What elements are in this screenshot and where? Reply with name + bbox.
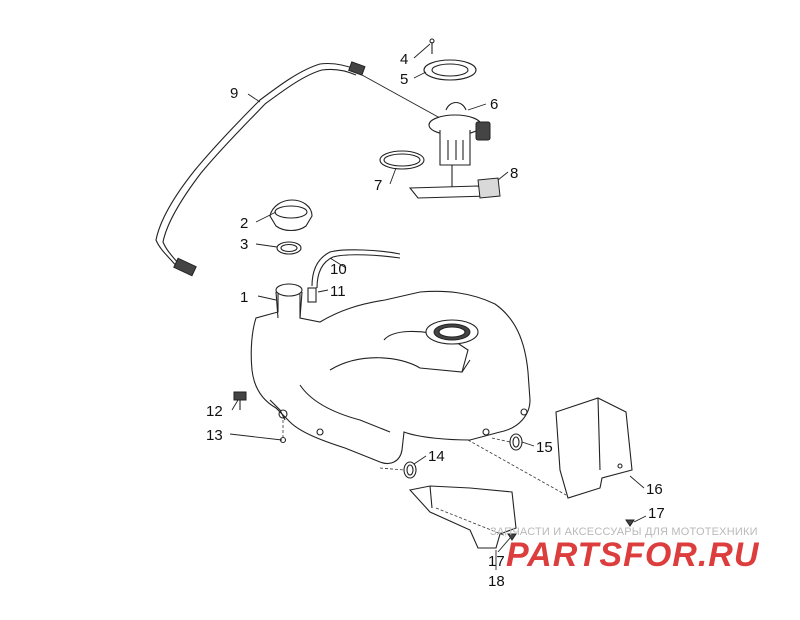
lower-shield-part-18 bbox=[408, 485, 517, 549]
callout-6: 6 bbox=[490, 96, 498, 113]
hose-fitting-part-11 bbox=[307, 287, 317, 303]
heat-shield-part-16 bbox=[467, 397, 633, 499]
callout-1: 1 bbox=[240, 289, 248, 306]
watermark-tagline: ЗАПЧАСТИ И АКСЕССУАРЫ ДЛЯ МОТОТЕХНИКИ bbox=[490, 526, 758, 538]
vent-hose-part-9 bbox=[155, 61, 366, 277]
callout-12: 12 bbox=[206, 403, 223, 420]
cap-seal-part-3 bbox=[276, 241, 302, 255]
callout-14: 14 bbox=[428, 448, 445, 465]
grommet-part-14 bbox=[379, 461, 417, 479]
breather-hose-part-10 bbox=[311, 249, 401, 289]
callout-11: 11 bbox=[330, 283, 346, 300]
callout-17-lower: 17 bbox=[488, 553, 505, 570]
push-rivet-part-12 bbox=[233, 391, 247, 410]
fuel-filter-part-8 bbox=[408, 177, 501, 199]
callout-10: 10 bbox=[330, 261, 347, 278]
callout-8: 8 bbox=[510, 165, 518, 182]
fuel-cap-part-2 bbox=[269, 199, 313, 232]
watermark-logo: PARTSFOR.RU bbox=[506, 536, 760, 574]
callout-18: 18 bbox=[488, 573, 505, 590]
nut-part-13 bbox=[279, 420, 287, 444]
callout-16: 16 bbox=[646, 481, 663, 498]
leader-lines bbox=[229, 43, 647, 570]
rivet-part-17-upper bbox=[625, 519, 635, 527]
o-ring-part-7 bbox=[379, 150, 425, 170]
callout-7: 7 bbox=[374, 177, 382, 194]
callout-15: 15 bbox=[536, 439, 553, 456]
screw-part-4 bbox=[429, 38, 435, 54]
callout-13: 13 bbox=[206, 427, 223, 444]
rivet-part-17-lower bbox=[507, 533, 517, 541]
callout-4: 4 bbox=[400, 51, 408, 68]
pump-gasket-part-5 bbox=[423, 59, 477, 81]
callout-2: 2 bbox=[240, 215, 248, 232]
callout-3: 3 bbox=[240, 236, 248, 253]
callout-5: 5 bbox=[400, 71, 408, 88]
callout-17-upper: 17 bbox=[648, 505, 665, 522]
callout-9: 9 bbox=[230, 85, 238, 102]
fuel-pump-part-6 bbox=[361, 74, 491, 190]
grommet-part-15 bbox=[491, 433, 523, 451]
fuel-tank-part-1 bbox=[250, 283, 531, 465]
